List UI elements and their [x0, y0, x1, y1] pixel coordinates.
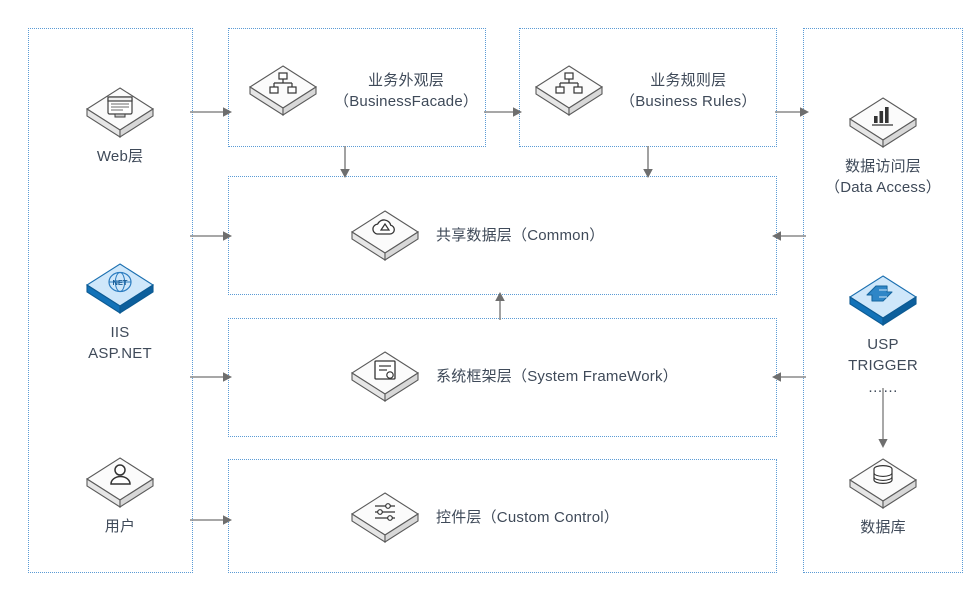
- sliders-icon: [348, 487, 422, 549]
- arrow-dataaccess-to-common: [772, 228, 808, 244]
- arrow-facade-to-common: [337, 146, 353, 180]
- cloud-icon: [348, 205, 422, 267]
- node-usp-label-1: USP: [867, 336, 899, 353]
- user-icon: [83, 452, 157, 514]
- node-web[interactable]: Web层: [74, 82, 166, 167]
- hierarchy-icon: [532, 60, 606, 122]
- common-panel: [228, 176, 777, 295]
- svg-text:NET: NET: [113, 278, 128, 287]
- node-custom-control[interactable]: 控件层（Custom Control）: [348, 487, 619, 549]
- facade-label-cn: 业务外观层: [368, 71, 445, 89]
- hierarchy-icon: [246, 60, 320, 122]
- data-zone: [803, 28, 963, 573]
- node-user[interactable]: 用户: [74, 452, 166, 537]
- node-business-facade-label: 业务外观层 （BusinessFacade）: [334, 70, 478, 113]
- bar-chart-icon: [846, 92, 920, 154]
- arrow-left-to-framework: [190, 369, 234, 385]
- rules-label-en: （Business Rules）: [620, 93, 757, 110]
- node-data-access-label-1: 数据访问层: [844, 158, 921, 175]
- usp-trigger-icon: [846, 270, 920, 332]
- node-database-label: 数据库: [860, 519, 906, 536]
- arrow-usp-to-database: [875, 388, 891, 450]
- node-framework-label: 系统框架层（System FrameWork）: [436, 368, 678, 386]
- web-browser-icon: [83, 82, 157, 144]
- node-data-access-label-2: （Data Access）: [825, 179, 941, 197]
- system-window-icon: [348, 346, 422, 408]
- node-user-label: 用户: [104, 518, 136, 535]
- control-panel: [228, 459, 777, 573]
- node-database[interactable]: 数据库: [837, 453, 929, 538]
- node-iis[interactable]: NET IIS ASP.NET: [74, 258, 166, 365]
- node-business-rules[interactable]: 业务规则层 （Business Rules）: [532, 60, 757, 122]
- node-usp-label-2: TRIGGER: [848, 357, 918, 375]
- node-usp-trigger[interactable]: USP TRIGGER ……: [837, 270, 929, 398]
- arrow-framework-to-common: [492, 292, 508, 322]
- node-business-rules-label: 业务规则层 （Business Rules）: [620, 70, 757, 113]
- database-icon: [846, 453, 920, 515]
- node-business-facade[interactable]: 业务外观层 （BusinessFacade）: [246, 60, 478, 122]
- node-common[interactable]: 共享数据层（Common）: [348, 205, 604, 267]
- arrow-rules-to-dataaccess: [775, 104, 811, 120]
- arrow-usp-to-framework: [772, 369, 808, 385]
- arrow-left-to-control: [190, 512, 234, 528]
- arrow-facade-to-rules: [484, 104, 524, 120]
- arrow-left-to-common: [190, 228, 234, 244]
- framework-panel: [228, 318, 777, 437]
- arrow-left-to-facade: [190, 104, 234, 120]
- node-iis-label-2: ASP.NET: [88, 345, 152, 363]
- node-framework[interactable]: 系统框架层（System FrameWork）: [348, 346, 678, 408]
- node-web-label: Web层: [96, 148, 144, 165]
- client-zone: [28, 28, 193, 573]
- dotnet-globe-icon: NET: [83, 258, 157, 320]
- node-iis-label-1: IIS: [110, 324, 130, 341]
- node-usp-label-3: ……: [867, 378, 899, 396]
- node-data-access[interactable]: 数据访问层 （Data Access）: [825, 92, 941, 199]
- business-facade-zone: [228, 28, 486, 147]
- arrow-rules-to-common: [640, 146, 656, 180]
- node-custom-control-label: 控件层（Custom Control）: [436, 509, 620, 527]
- node-common-label: 共享数据层（Common）: [436, 227, 605, 245]
- rules-label-cn: 业务规则层: [650, 71, 727, 89]
- facade-label-en: （BusinessFacade）: [334, 93, 479, 110]
